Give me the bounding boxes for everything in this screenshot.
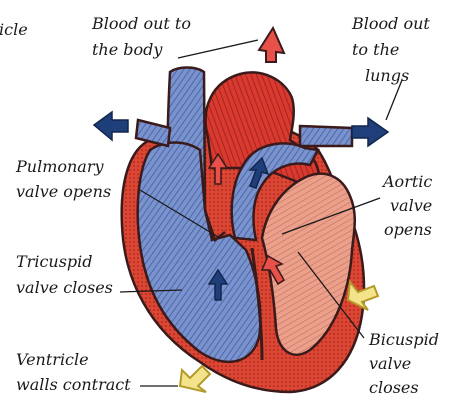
blood-body-label-line1: Blood out to xyxy=(92,14,191,34)
navy-arrow-left xyxy=(94,112,128,140)
pulmonary-label-line1: Pulmonary xyxy=(16,157,104,177)
ventricle-label-line2: walls contract xyxy=(16,375,131,395)
blood-body-label-line2: the body xyxy=(92,40,162,60)
cut-off-label: icle xyxy=(0,20,28,40)
tricuspid-label-line2: valve closes xyxy=(16,278,113,298)
navy-arrow-right xyxy=(352,118,388,146)
aortic-label-line1: Aortic xyxy=(383,172,432,192)
red-arrow-up xyxy=(259,28,284,62)
blood-lungs-label-line2: to the xyxy=(352,40,399,60)
bicuspid-label-line1: Bicuspid xyxy=(369,330,439,350)
pulmonary-vein-right xyxy=(300,126,352,146)
pulmonary-label-line2: valve opens xyxy=(16,182,111,202)
yellow-arrow-bottom xyxy=(180,366,210,392)
aortic-label-line3: opens xyxy=(384,220,432,240)
bicuspid-label-line2: valve xyxy=(369,354,411,374)
bicuspid-label-line3: closes xyxy=(369,378,419,398)
tricuspid-label-line1: Tricuspid xyxy=(16,252,93,272)
blood-lungs-label-line1: Blood out xyxy=(352,14,430,34)
pulmonary-vein-left xyxy=(136,120,170,146)
blood-lungs-label-line3: lungs xyxy=(365,66,409,86)
aortic-label-line2: valve xyxy=(390,196,432,216)
ventricle-label-line1: Ventricle xyxy=(16,350,89,370)
